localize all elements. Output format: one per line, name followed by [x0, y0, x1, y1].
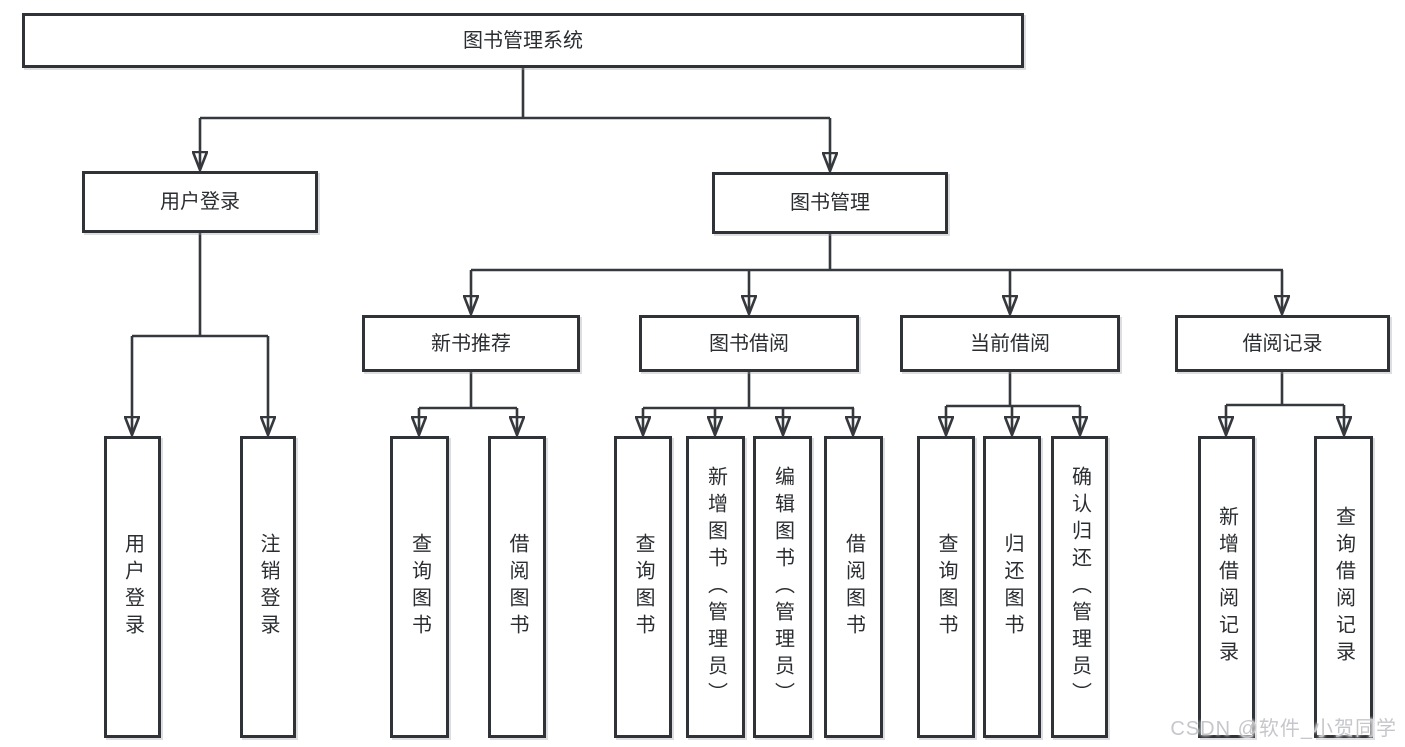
node-book-management: 图书管理 [712, 172, 948, 234]
node-new-book-recommend: 新书推荐 [362, 315, 580, 372]
leaf-return-book: 归还图书 [983, 436, 1041, 738]
node-current-borrow: 当前借阅 [900, 315, 1120, 372]
leaf-add-book-admin: 新增图书（管理员） [686, 436, 745, 738]
leaf-add-borrow-record: 新增借阅记录 [1198, 436, 1255, 738]
leaf-query-borrow-record: 查询借阅记录 [1314, 436, 1373, 738]
leaf-logout: 注销登录 [240, 436, 296, 738]
csdn-watermark: CSDN @软件_小贺同学 [1170, 718, 1397, 740]
leaf-edit-book-admin: 编辑图书（管理员） [753, 436, 812, 738]
leaf-borrow-books-recommend: 借阅图书 [488, 436, 546, 738]
leaf-query-books-borrow: 查询图书 [614, 436, 672, 738]
leaf-query-books-current: 查询图书 [917, 436, 975, 738]
node-book-borrow: 图书借阅 [639, 315, 859, 372]
node-borrow-record: 借阅记录 [1175, 315, 1390, 372]
leaf-query-books-recommend: 查询图书 [390, 436, 449, 738]
leaf-confirm-return-admin: 确认归还（管理员） [1051, 436, 1108, 738]
node-root-system: 图书管理系统 [22, 13, 1024, 68]
leaf-user-login: 用户登录 [104, 436, 161, 738]
node-user-login: 用户登录 [82, 171, 318, 233]
leaf-borrow-books-borrow: 借阅图书 [824, 436, 883, 738]
